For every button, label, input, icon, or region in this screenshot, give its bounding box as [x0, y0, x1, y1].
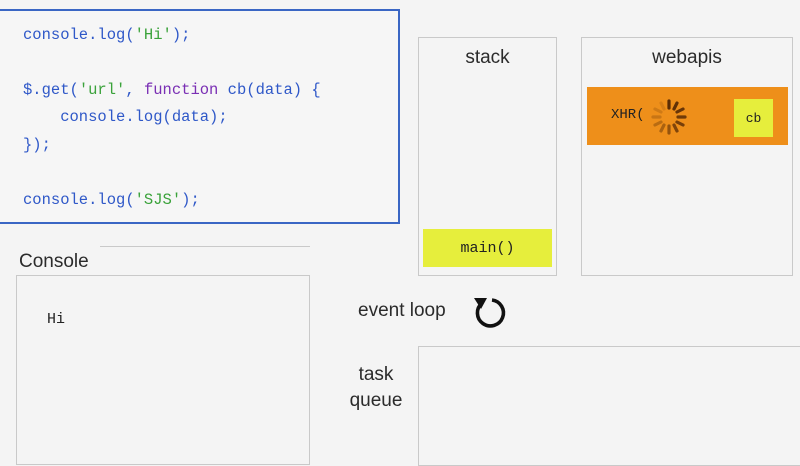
code-line-3: console.log(data); — [23, 108, 228, 126]
console-output: Hi — [47, 311, 66, 328]
task-queue-label-line2: queue — [349, 390, 403, 411]
code-panel — [0, 9, 400, 224]
console-panel — [16, 275, 310, 465]
refresh-arrow-icon — [474, 298, 506, 328]
xhr-label: XHR( — [611, 107, 645, 123]
stack-frame-main: main() — [423, 229, 552, 267]
code-line-4: }); — [23, 136, 51, 154]
stack-title: stack — [465, 47, 510, 68]
console-label: Console — [19, 251, 89, 272]
code-line-2: $.get('url', function cb(data) { — [23, 81, 321, 99]
task-queue-label-line1: task — [358, 364, 394, 385]
task-queue-label: task queue — [340, 362, 412, 414]
loading-spinner-icon — [651, 99, 687, 135]
event-loop-label: event loop — [358, 300, 446, 321]
callback-cb: cb — [734, 99, 773, 137]
code-line-1: console.log('Hi'); — [23, 26, 191, 44]
console-divider — [100, 246, 310, 247]
webapis-panel — [581, 37, 793, 276]
webapis-title: webapis — [652, 47, 722, 68]
task-queue-panel — [418, 346, 800, 466]
code-line-5: console.log('SJS'); — [23, 191, 200, 209]
